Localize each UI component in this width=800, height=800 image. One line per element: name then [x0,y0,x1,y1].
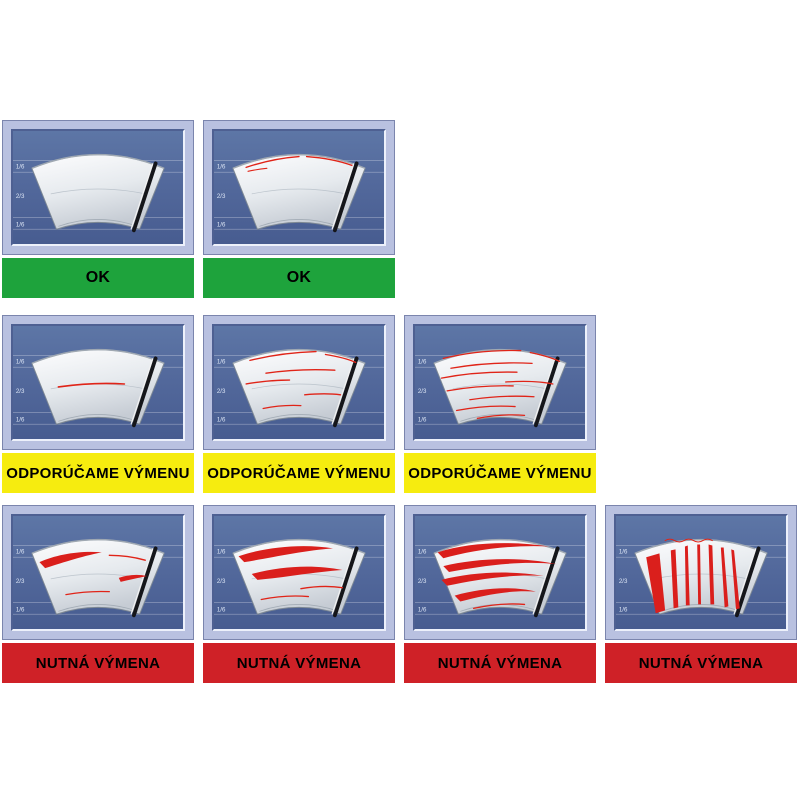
zone-mark-bottom: 1/6 [16,221,25,228]
status-bar-replace: NUTNÁ VÝMENA [203,643,395,683]
row-ok: 1/6 2/3 1/6 OK [2,120,395,298]
status-bar-replace: NUTNÁ VÝMENA [2,643,194,683]
windshield-graphic: 1/6 2/3 1/6 [214,326,384,439]
row-recommend: 1/6 2/3 1/6 ODPORÚČAME VÝMENU [2,315,596,493]
zone-mark-bottom: 1/6 [16,606,25,613]
zone-mark-top: 1/6 [16,163,25,170]
windshield-screen: 1/6 2/3 1/6 [212,324,386,441]
zone-mark-middle: 2/3 [418,578,427,585]
windshield-screen: 1/6 2/3 1/6 [413,514,587,631]
wear-cell-ok-1: 1/6 2/3 1/6 OK [2,120,194,298]
zone-mark-middle: 2/3 [217,578,226,585]
red-smear-and-streaks [39,551,148,596]
zone-mark-top: 1/6 [418,548,427,555]
red-streaks-many [440,349,561,420]
windshield-screen: 1/6 2/3 1/6 [614,514,788,631]
windshield-panel: 1/6 2/3 1/6 [203,315,395,450]
status-bar-ok: OK [203,258,395,298]
windshield-screen: 1/6 2/3 1/6 [413,324,587,441]
wear-cell-replace-4: 1/6 2/3 1/6 NUTNÁ VÝMENA [605,505,797,683]
windshield-graphic: 1/6 2/3 1/6 [13,326,183,439]
status-bar-recommend: ODPORÚČAME VÝMENU [2,453,194,493]
zone-mark-bottom: 1/6 [418,606,427,613]
zone-mark-middle: 2/3 [16,193,25,200]
status-bar-replace: NUTNÁ VÝMENA [605,643,797,683]
windshield-screen: 1/6 2/3 1/6 [212,514,386,631]
wear-cell-recommend-1: 1/6 2/3 1/6 ODPORÚČAME VÝMENU [2,315,194,493]
windshield-screen: 1/6 2/3 1/6 [11,324,185,441]
status-bar-replace: NUTNÁ VÝMENA [404,643,596,683]
zone-mark-bottom: 1/6 [217,416,226,423]
red-streaks-single [57,382,126,388]
zone-mark-top: 1/6 [619,548,628,555]
wear-cell-replace-3: 1/6 2/3 1/6 NUTNÁ VÝMENA [404,505,596,683]
windshield-panel: 1/6 2/3 1/6 [404,505,596,640]
red-streaks-light [245,155,353,172]
status-bar-recommend: ODPORÚČAME VÝMENU [404,453,596,493]
windshield-panel: 1/6 2/3 1/6 [203,505,395,640]
zone-mark-middle: 2/3 [619,578,628,585]
wear-cell-recommend-3: 1/6 2/3 1/6 ODPORÚČAME VÝMENU [404,315,596,493]
zone-mark-bottom: 1/6 [217,221,226,228]
red-heavy-smears [437,543,557,610]
zone-mark-top: 1/6 [217,163,226,170]
windshield-graphic: 1/6 2/3 1/6 [415,516,585,629]
windshield-panel: 1/6 2/3 1/6 [2,505,194,640]
windshield-screen: 1/6 2/3 1/6 [11,129,185,246]
zone-mark-bottom: 1/6 [16,416,25,423]
status-bar-ok: OK [2,258,194,298]
wear-cell-ok-2: 1/6 2/3 1/6 OK [203,120,395,298]
windshield-graphic: 1/6 2/3 1/6 [415,326,585,439]
wear-cell-replace-2: 1/6 2/3 1/6 NUTNÁ VÝMENA [203,505,395,683]
zone-mark-middle: 2/3 [16,578,25,585]
windshield-panel: 1/6 2/3 1/6 [2,120,194,255]
row-replace: 1/6 2/3 1/6 NUTNÁ VÝMENA [2,505,797,683]
zone-mark-middle: 2/3 [418,388,427,395]
windshield-panel: 1/6 2/3 1/6 [203,120,395,255]
windshield-graphic: 1/6 2/3 1/6 [13,131,183,244]
zone-mark-bottom: 1/6 [418,416,427,423]
wear-cell-replace-1: 1/6 2/3 1/6 NUTNÁ VÝMENA [2,505,194,683]
red-vertical-bands [646,538,740,614]
windshield-graphic: 1/6 2/3 1/6 [214,131,384,244]
zone-mark-middle: 2/3 [217,388,226,395]
windshield-screen: 1/6 2/3 1/6 [212,129,386,246]
zone-mark-top: 1/6 [217,358,226,365]
wear-cell-recommend-2: 1/6 2/3 1/6 ODPORÚČAME VÝMENU [203,315,395,493]
windshield-graphic: 1/6 2/3 1/6 [214,516,384,629]
zone-mark-top: 1/6 [16,548,25,555]
status-bar-recommend: ODPORÚČAME VÝMENU [203,453,395,493]
zone-mark-top: 1/6 [16,358,25,365]
windshield-graphic: 1/6 2/3 1/6 [13,516,183,629]
red-thick-smears [238,546,344,601]
red-streaks-several [245,350,357,410]
windshield-graphic: 1/6 2/3 1/6 [616,516,786,629]
windshield-screen: 1/6 2/3 1/6 [11,514,185,631]
zone-mark-top: 1/6 [217,548,226,555]
zone-mark-bottom: 1/6 [217,606,226,613]
zone-mark-middle: 2/3 [16,388,25,395]
windshield-panel: 1/6 2/3 1/6 [2,315,194,450]
zone-mark-middle: 2/3 [217,193,226,200]
zone-mark-top: 1/6 [418,358,427,365]
windshield-panel: 1/6 2/3 1/6 [404,315,596,450]
zone-mark-bottom: 1/6 [619,606,628,613]
windshield-panel: 1/6 2/3 1/6 [605,505,797,640]
